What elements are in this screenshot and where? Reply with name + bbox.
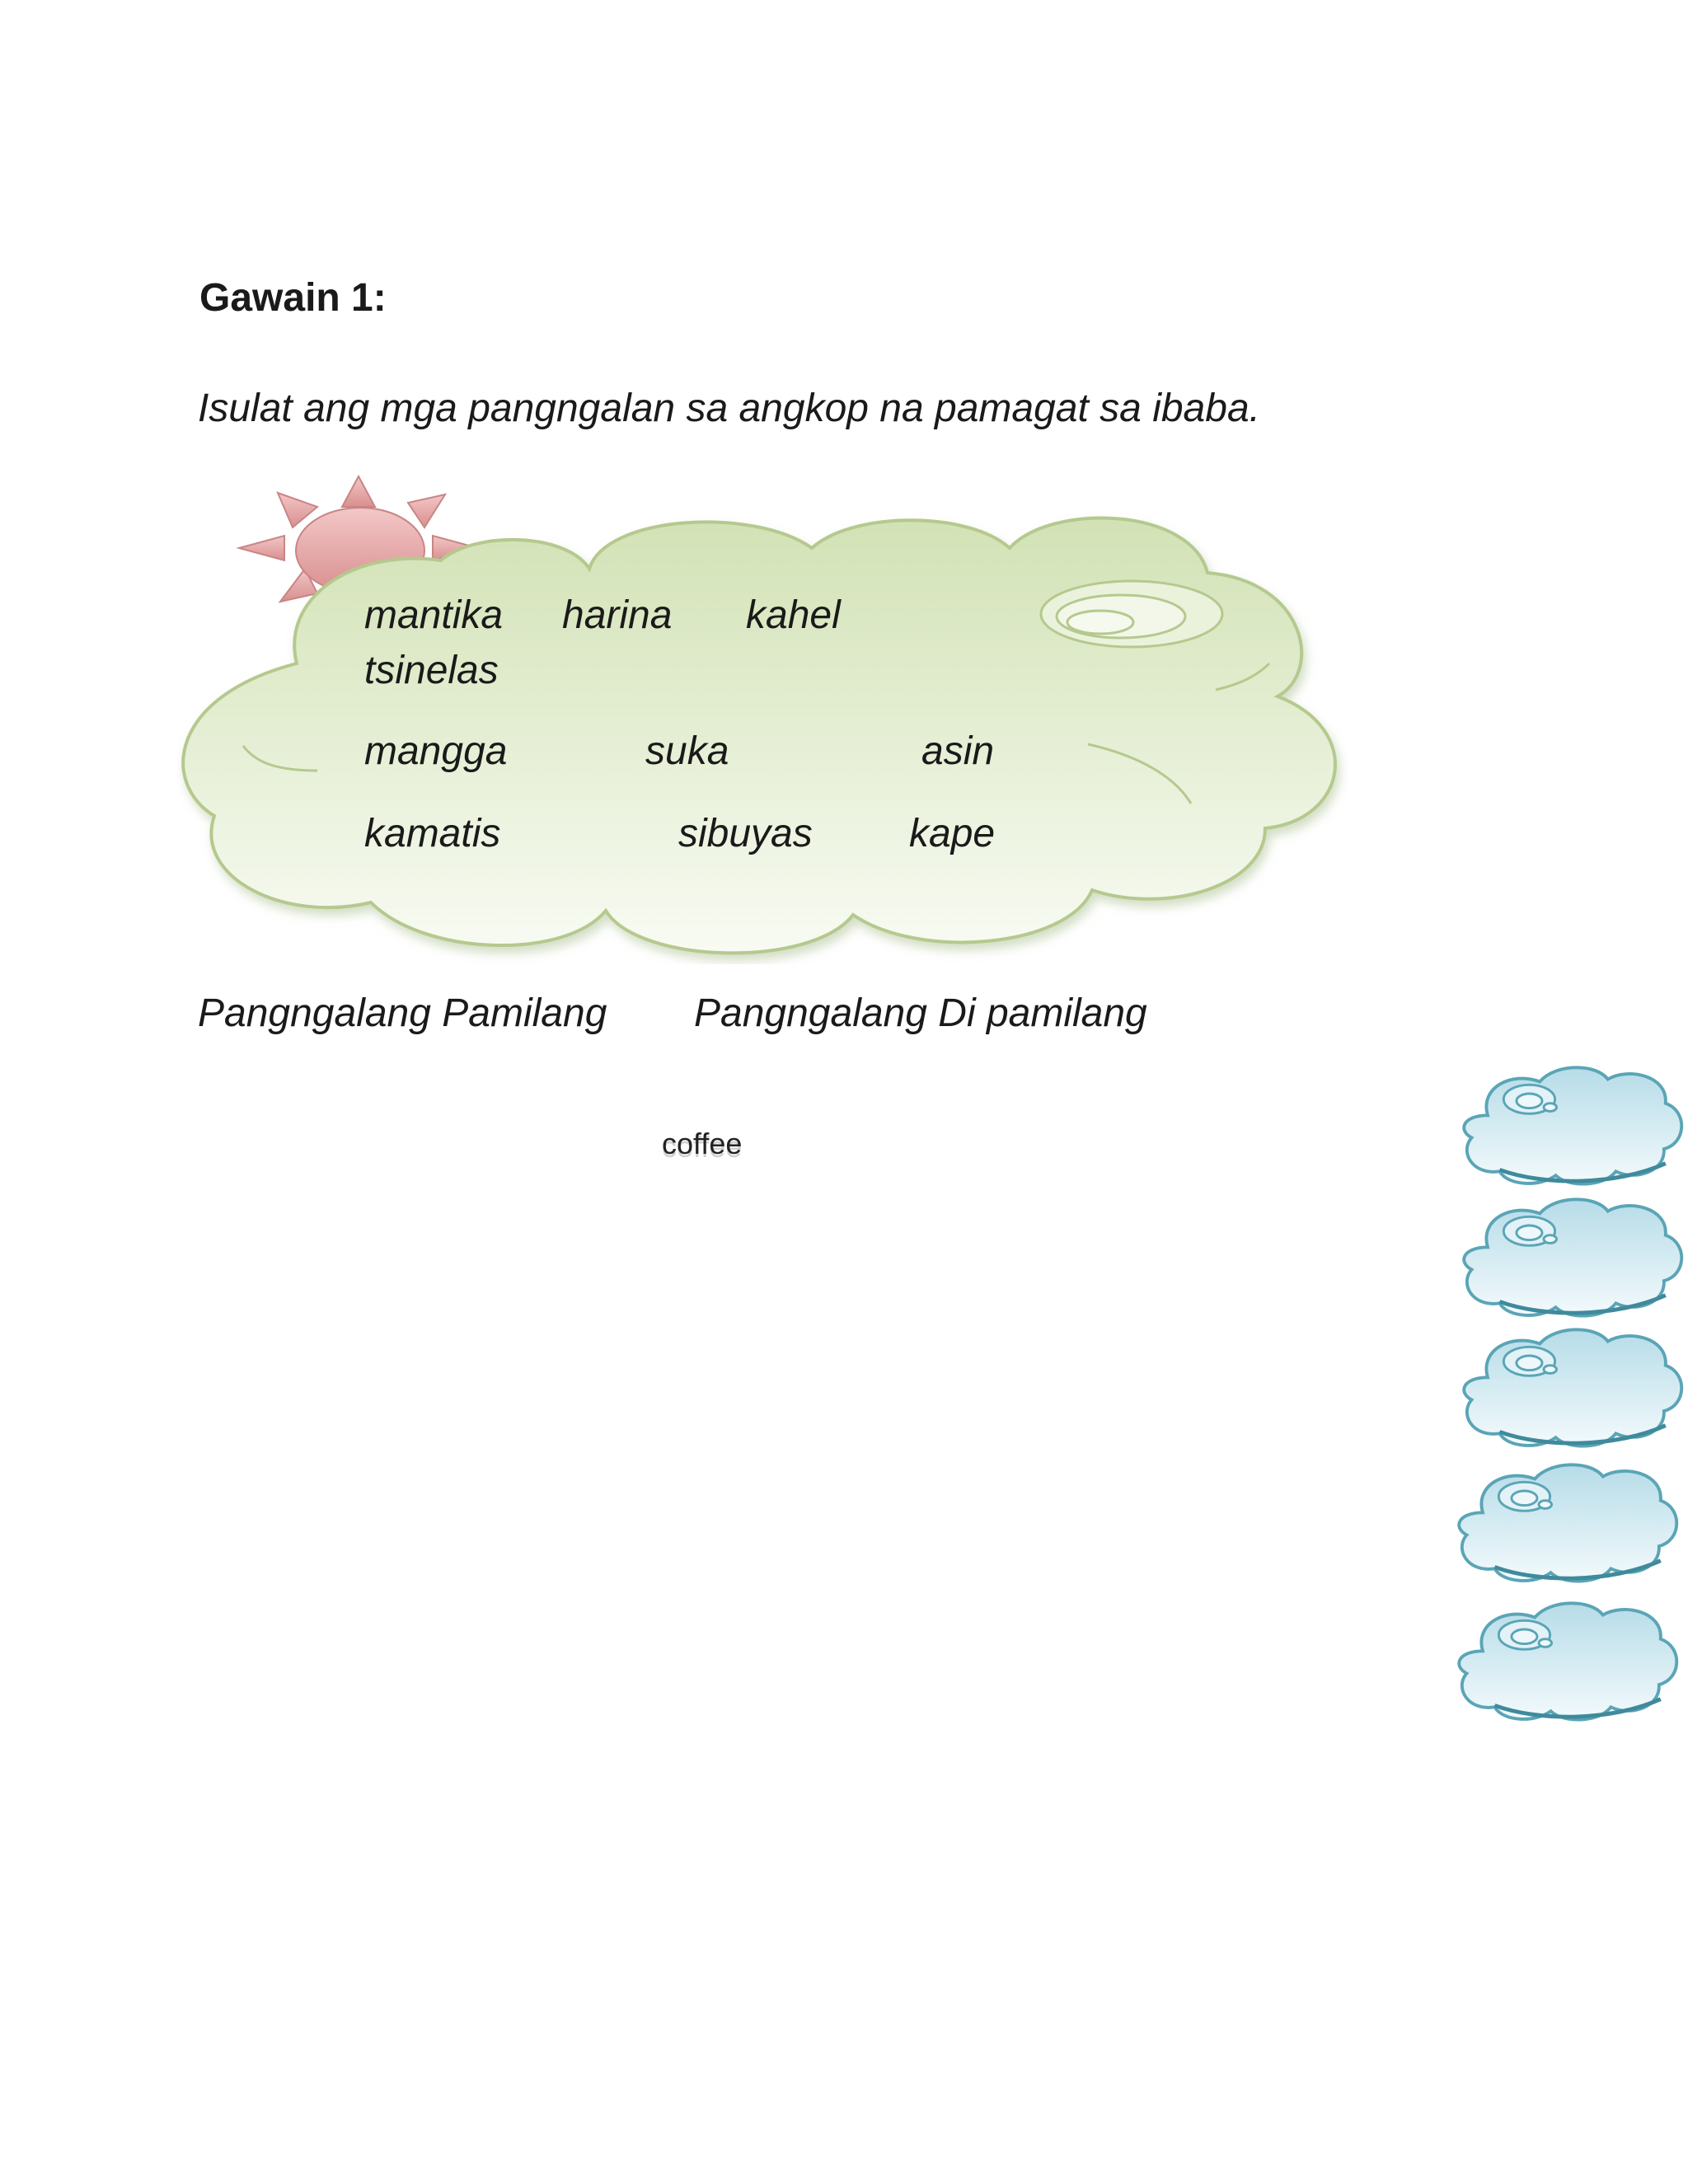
- small-cloud-icon: [1456, 1189, 1688, 1321]
- word-bank-item: suka: [645, 729, 729, 773]
- answer-text[interactable]: coffee: [662, 1127, 743, 1160]
- small-cloud-icon: [1451, 1593, 1683, 1725]
- activity-heading: Gawain 1:: [199, 276, 387, 320]
- cloud-shape: [181, 516, 1337, 955]
- word-bank-item: mantika: [364, 593, 504, 637]
- word-bank-item: kahel: [746, 593, 841, 637]
- activity-instruction: Isulat ang mga pangngalan sa angkop na p…: [198, 387, 1260, 430]
- word-bank-item: asin: [921, 729, 995, 773]
- small-cloud-icon: [1451, 1455, 1683, 1586]
- small-cloud-icon: [1456, 1057, 1688, 1189]
- word-bank-item: kamatis: [364, 812, 501, 855]
- word-bank-item: harina: [562, 593, 673, 637]
- uncountable-nouns-title: Pangngalang Di pamilang: [694, 991, 1147, 1035]
- word-bank-item: sibuyas: [678, 812, 813, 855]
- countable-nouns-title: Pangngalang Pamilang: [198, 991, 607, 1035]
- word-bank-item: kape: [909, 812, 996, 855]
- word-bank-item: tsinelas: [364, 649, 499, 692]
- small-cloud-icon: [1456, 1319, 1688, 1451]
- word-bank-item: mangga: [364, 729, 508, 773]
